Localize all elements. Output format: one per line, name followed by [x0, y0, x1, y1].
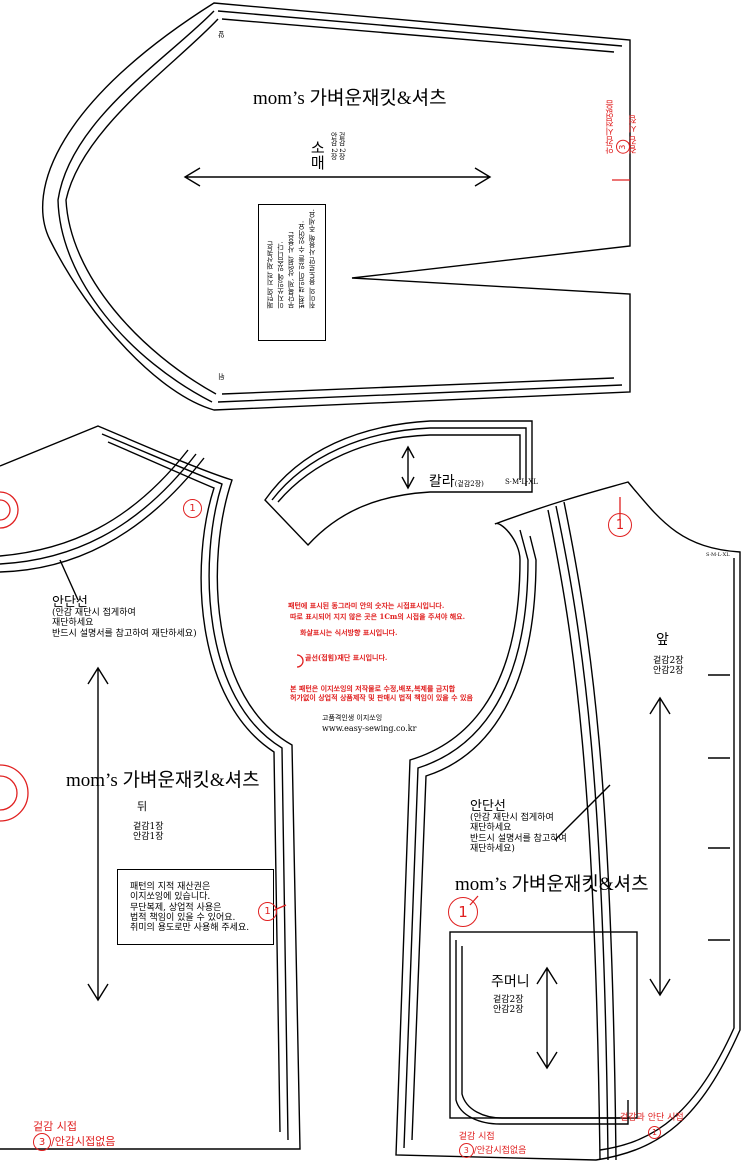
front-seam-1-top: 1 [608, 513, 632, 537]
back-count: 겉감1장 안감1장 [133, 822, 164, 843]
collar-label: 칼라(겉감2장) [420, 458, 484, 490]
brand-url: www.easy-sewing.co.kr [322, 724, 417, 733]
sleeve-seam-b: 안감시접없음 [606, 100, 616, 154]
front-facing: 안단선 [470, 799, 506, 814]
pocket-count: 겉감2장 안감2장 [493, 995, 524, 1016]
front-edge-notches [708, 674, 730, 941]
back-hem-num: 3 [33, 1133, 51, 1152]
back-part-name: 뒤 [137, 800, 148, 813]
back-hem-b: /안감시접없음 [51, 1135, 116, 1149]
front-seam-1-side: 1 [448, 897, 478, 927]
pocket-label: 주머니 [491, 974, 530, 990]
back-seam-1-top-num: 1 [189, 503, 196, 514]
front-hem-note: 겉감 시접 3/안감시접없음 [453, 1122, 526, 1158]
back-facing-note: (안감 재단시 접게하여 재단하세요 반드시 설명서를 참고하여 재단하세요) [52, 608, 197, 639]
sleeve-count: 겉감 2장 안감 2장 [330, 132, 347, 160]
front-part-name: 앞 [656, 632, 669, 648]
note-line-1: 패턴에 표시된 동그라미 안의 숫자는 시접표시입니다. [288, 601, 445, 610]
note-line-2: 따로 표시되어 지지 않은 곳은 1Cm의 시접을 주셔야 해요. [290, 612, 466, 621]
sleeve-seam-num: 3 [616, 140, 630, 154]
note-line-4: 골선(접힘)재단 표시입니다. [305, 653, 388, 662]
front-edge-num-text: 1 [651, 1128, 658, 1137]
collar-name: 칼라 [428, 474, 455, 491]
note-line-6: 허가없이 상업적 상품제작 및 판매시 법적 책임이 있을 수 있음 [290, 693, 473, 702]
sleeve-front-mark: 앞 [218, 30, 225, 39]
front-hem-a: 겉감 시접 [458, 1132, 495, 1143]
front-count: 겉감2장 안감2장 [653, 656, 684, 677]
pocket-outline [449, 931, 638, 1125]
sleeve-part-name: 소매 [308, 140, 327, 170]
back-seam-1-side-num: 1 [264, 906, 271, 917]
sleeve-copyright: 패턴의 지적 재산권은 이지쏘잉에 있습니다. 무단복제, 상업적 사용은 법적… [266, 209, 316, 309]
front-outline [395, 481, 741, 1161]
sleeve-back-mark: 뒤 [218, 372, 225, 381]
front-edge-note: 겉감과 안단 시접 [620, 1113, 684, 1123]
back-seam-1-top: 1 [183, 499, 202, 518]
collar-count: (겉감2장) [454, 480, 484, 489]
front-title: mom’s 가벼운재킷&셔츠 [455, 874, 649, 895]
sleeve-copyright-box: 패턴의 지적 재산권은 이지쏘잉에 있습니다. 무단복제, 상업적 사용은 법적… [258, 204, 326, 341]
sleeve-seam-a: 겉감 시접 [629, 115, 639, 154]
front-sizes: S·M·L·XL [706, 552, 730, 558]
sleeve-seam-note: 안감시접없음 3 겉감 시접 [598, 100, 639, 160]
front-seam-1-top-num: 1 [615, 517, 625, 533]
note-line-5: 본 패턴은 이지쏘잉의 저작물로 수정,배포,복제를 금지합 [290, 684, 456, 693]
note-line-3: 화살표시는 식서방향 표시입니다. [300, 628, 398, 637]
back-title: mom’s 가벼운재킷&셔츠 [66, 770, 260, 791]
front-seam-1-side-num: 1 [458, 903, 468, 921]
collar-sizes: S·M·L·XL [505, 478, 538, 486]
front-hem-b: /안감시접없음 [473, 1145, 527, 1156]
back-seam-1-side: 1 [258, 902, 277, 921]
back-copyright-box: 패턴의 지적 재산권은 이지쏘잉에 있습니다. 무단복제, 상업적 사용은 법적… [117, 869, 274, 945]
back-copyright: 패턴의 지적 재산권은 이지쏘잉에 있습니다. 무단복제, 상업적 사용은 법적… [130, 882, 250, 934]
front-hem-num: 3 [458, 1142, 474, 1158]
back-facing: 안단선 [52, 595, 88, 610]
back-hem-a: 겉감 시접 [33, 1119, 77, 1133]
back-hem-note: 겉감 시접 3/안감시접없음 [26, 1108, 116, 1152]
brand-name: 고품격인생 이지쏘잉 [322, 714, 383, 722]
back-outline [0, 425, 301, 1150]
front-edge-num: 1 [648, 1126, 661, 1139]
sleeve-title: mom’s 가벼운재킷&셔츠 [253, 88, 447, 109]
grain-arrows [87, 167, 671, 1070]
collar-outline [264, 420, 533, 547]
front-facing-note: (안감 재단시 접게하여 재단하세요 반드시 설명서를 참고하여 재단하세요) [470, 813, 567, 855]
sleeve-outline [42, 2, 631, 411]
